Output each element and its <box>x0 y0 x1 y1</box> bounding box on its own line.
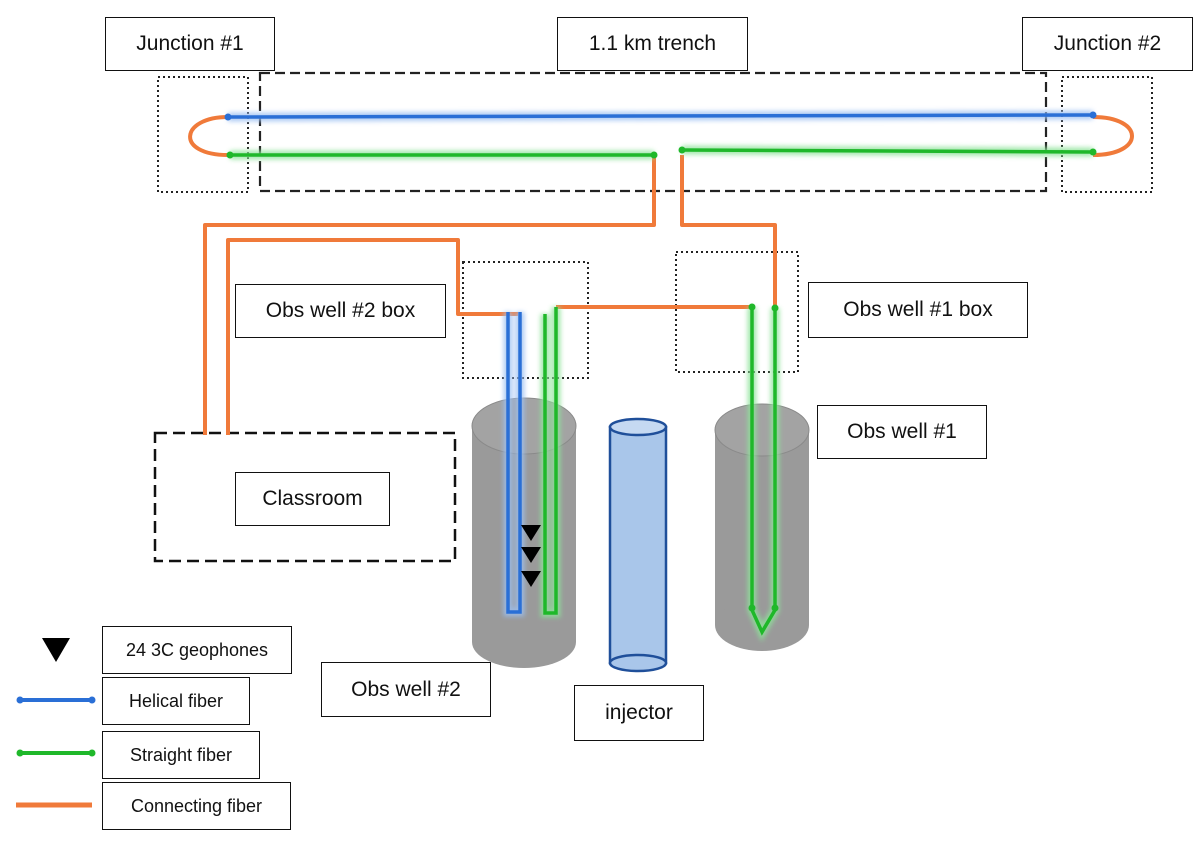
connecting-fiber <box>188 115 1134 435</box>
legend-helical-icon <box>16 695 96 705</box>
classroom-box <box>153 431 457 563</box>
legend-straight-label: Straight fiber <box>102 731 260 779</box>
junction2-box <box>1061 76 1153 193</box>
geophone-markers <box>521 525 541 587</box>
helical-fiber <box>227 113 1094 614</box>
obs-well1-cylinder <box>714 403 810 651</box>
injector-label: injector <box>574 685 704 741</box>
legend-geophone-icon <box>42 638 70 662</box>
obs-well2-label: Obs well #2 <box>321 662 491 717</box>
junction1-label: Junction #1 <box>105 17 275 71</box>
fiber-connectors <box>224 111 1097 612</box>
legend-geophones-label: 24 3C geophones <box>102 626 292 674</box>
legend-straight-icon <box>16 748 96 758</box>
junction2-label: Junction #2 <box>1022 17 1193 71</box>
legend-connecting-label: Connecting fiber <box>102 782 291 830</box>
classroom-label: Classroom <box>235 472 390 526</box>
straight-fiber <box>230 148 1094 636</box>
injector-cylinder <box>608 417 668 673</box>
junction1-box <box>157 76 249 193</box>
obs-well1-label: Obs well #1 <box>817 405 987 459</box>
obs-well2-box-outline <box>462 261 589 379</box>
obs-well1-box-label: Obs well #1 box <box>808 282 1028 338</box>
obs-well1-box-outline <box>675 251 799 373</box>
legend-helical-label: Helical fiber <box>102 677 250 725</box>
trench-label: 1.1 km trench <box>557 17 748 71</box>
obs-well2-box-label: Obs well #2 box <box>235 284 446 338</box>
